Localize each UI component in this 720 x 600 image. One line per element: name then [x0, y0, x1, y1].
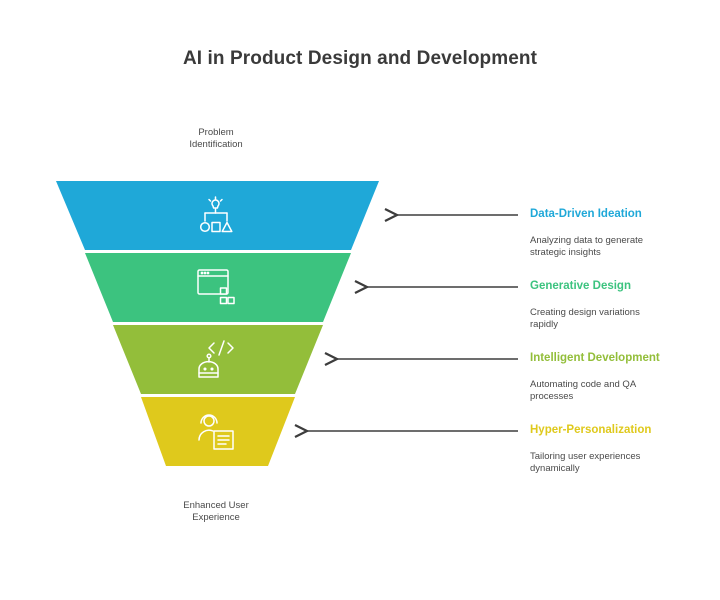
stage-2-description: Creating design variations rapidly	[530, 307, 640, 330]
stage-4-title: Hyper-Personalization	[530, 424, 652, 436]
robot-code-icon	[198, 340, 234, 378]
funnel-segment-3	[113, 325, 323, 394]
funnel-segment-2	[85, 253, 351, 322]
funnel-bottom-label-text: Enhanced User Experience	[183, 500, 249, 523]
stage-arrows	[307, 215, 518, 431]
funnel-top-label: Problem Identification	[136, 127, 296, 151]
stage-4-description: Tailoring user experiences dynamically	[530, 451, 641, 474]
browser-window-blocks-icon	[197, 269, 235, 305]
stage-3-description: Automating code and QA processes	[530, 379, 636, 402]
stage-1-description: Analyzing data to generate strategic ins…	[530, 235, 644, 258]
funnel-segment-1	[56, 181, 379, 250]
page-title: AI in Product Design and Development	[182, 48, 538, 69]
lightbulb-shapes-icon	[199, 196, 233, 233]
funnel-bottom-label: Enhanced User Experience	[136, 500, 296, 524]
user-document-icon	[198, 414, 234, 450]
stage-3-title: Intelligent Development	[530, 352, 660, 364]
stage-2-title: Generative Design	[530, 280, 631, 292]
funnel-top-label-text: Problem Identification	[189, 127, 243, 150]
stage-1-title: Data-Driven Ideation	[530, 208, 642, 220]
